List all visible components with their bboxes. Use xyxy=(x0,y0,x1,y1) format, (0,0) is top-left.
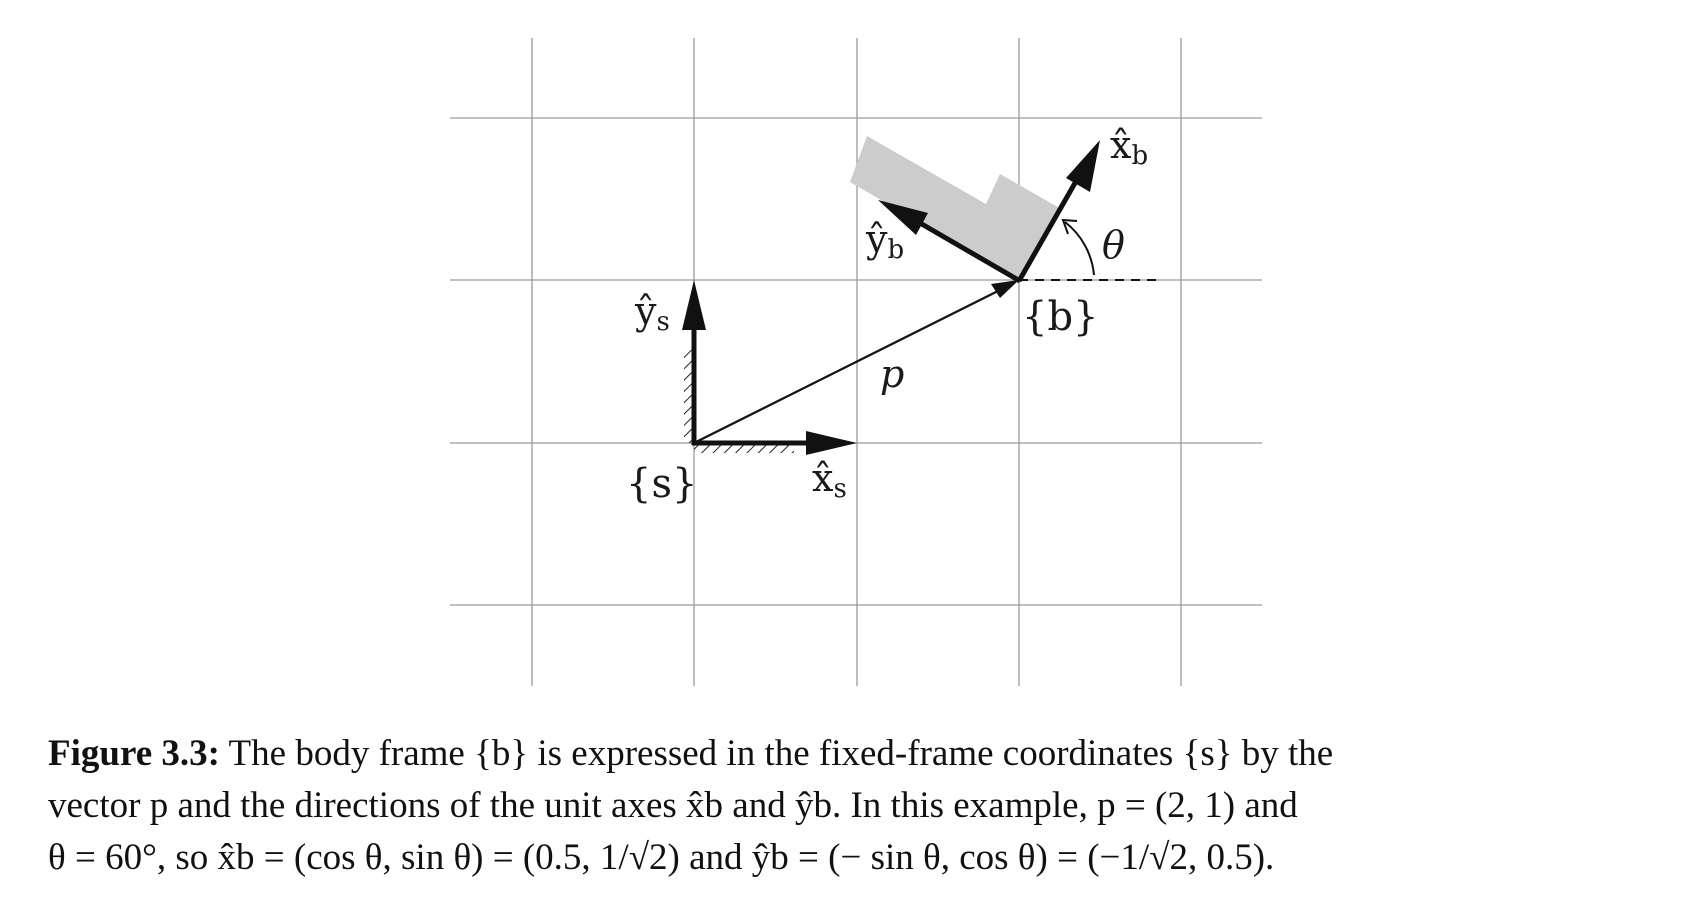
theta-label: θ xyxy=(1102,223,1125,267)
ground-hatch-horizontal xyxy=(694,443,794,453)
caption-line-1: Figure 3.3: The body frame {b} is expres… xyxy=(48,728,1668,780)
caption-line-3: θ = 60°, so x̂b = (cos θ, sin θ) = (0.5,… xyxy=(48,837,1275,878)
body-shape xyxy=(850,136,1061,280)
xs-label: x̂s xyxy=(812,456,847,504)
yb-label: ŷb xyxy=(865,217,904,265)
b-frame-label: {b} xyxy=(1022,294,1099,340)
theta-arc-arrow xyxy=(1061,218,1078,235)
ys-arrowhead xyxy=(682,280,706,330)
xb-axis xyxy=(1016,174,1082,283)
figure-caption: Figure 3.3: The body frame {b} is expres… xyxy=(48,728,1668,884)
yb-arrowhead xyxy=(878,200,928,235)
ys-label: ŷs xyxy=(634,289,670,337)
xs-arrowhead xyxy=(806,431,857,455)
body-frame-axes xyxy=(878,140,1100,284)
p-vector-arrowhead xyxy=(991,280,1019,298)
xb-label: x̂b xyxy=(1110,123,1148,171)
caption-line-2: vector p and the directions of the unit … xyxy=(48,785,1298,826)
yb-axis xyxy=(918,220,1022,284)
figure-label: Figure 3.3: xyxy=(48,733,220,774)
p-vector xyxy=(693,289,1001,444)
caption-line-1-text: The body frame {b} is expressed in the f… xyxy=(219,733,1334,774)
ground-hatch-vertical xyxy=(684,350,694,443)
fixed-frame-axes xyxy=(682,280,857,455)
p-label: p xyxy=(880,352,904,396)
theta-arc xyxy=(1064,221,1095,276)
xb-arrowhead xyxy=(1066,140,1100,192)
s-frame-label: {s} xyxy=(626,461,697,507)
